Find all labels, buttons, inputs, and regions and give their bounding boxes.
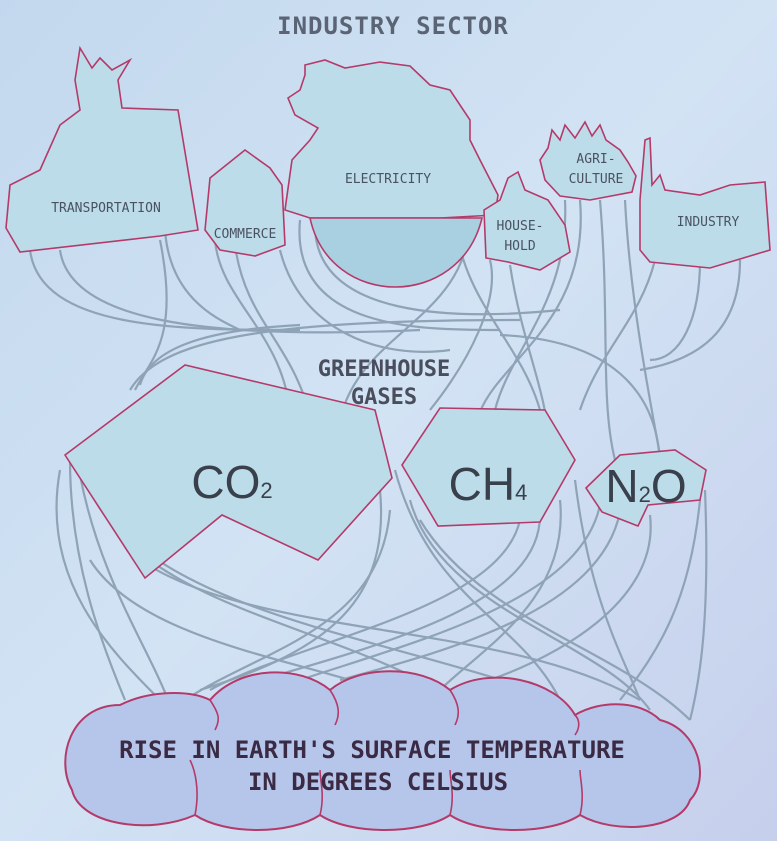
temperature-label-line1: RISE IN EARTH'S SURFACE TEMPERATURE xyxy=(119,736,625,764)
n2o-label: N2O xyxy=(605,460,686,512)
co2-base: CO xyxy=(191,456,260,508)
household-label-line1: HOUSE- xyxy=(497,219,544,234)
source-commerce: COMMERCE xyxy=(204,148,286,257)
source-transportation: TRANSPORTATION xyxy=(5,45,199,253)
household-label-line2: HOLD xyxy=(504,239,535,254)
n2o-base-n: N xyxy=(605,460,638,512)
diagram-title: INDUSTRY SECTOR xyxy=(277,12,509,40)
source-electricity: ELECTRICITY xyxy=(284,59,499,288)
greenhouse-heading-line1: GREENHOUSE xyxy=(318,357,450,382)
commerce-label: COMMERCE xyxy=(214,227,277,242)
electricity-label: ELECTRICITY xyxy=(345,172,431,187)
flows-sources-to-gases xyxy=(28,199,742,471)
co2-label: CO2 xyxy=(191,456,272,508)
transportation-label: TRANSPORTATION xyxy=(51,201,161,216)
n2o-subscript: 2 xyxy=(639,482,651,507)
source-agriculture: AGRI- CULTURE xyxy=(539,120,637,201)
gas-co2: CO2 xyxy=(63,364,393,580)
ch4-base: CH xyxy=(449,458,515,510)
outcome-temperature-cloud: RISE IN EARTH'S SURFACE TEMPERATURE IN D… xyxy=(64,670,701,831)
gas-ch4: CH4 xyxy=(401,407,576,527)
greenhouse-heading-line2: GASES xyxy=(351,385,417,410)
source-household: HOUSE- HOLD xyxy=(483,170,571,271)
agriculture-label-line1: AGRI- xyxy=(576,152,615,167)
ch4-subscript: 4 xyxy=(515,480,527,505)
temperature-label-line2: IN DEGREES CELSIUS xyxy=(248,768,508,796)
source-industry: INDUSTRY xyxy=(639,136,771,269)
co2-subscript: 2 xyxy=(260,478,272,503)
industry-label: INDUSTRY xyxy=(677,215,740,230)
ch4-label: CH4 xyxy=(449,458,528,510)
agriculture-label-line2: CULTURE xyxy=(569,172,624,187)
gas-n2o: N2O xyxy=(584,449,707,528)
n2o-base-o: O xyxy=(651,460,687,512)
